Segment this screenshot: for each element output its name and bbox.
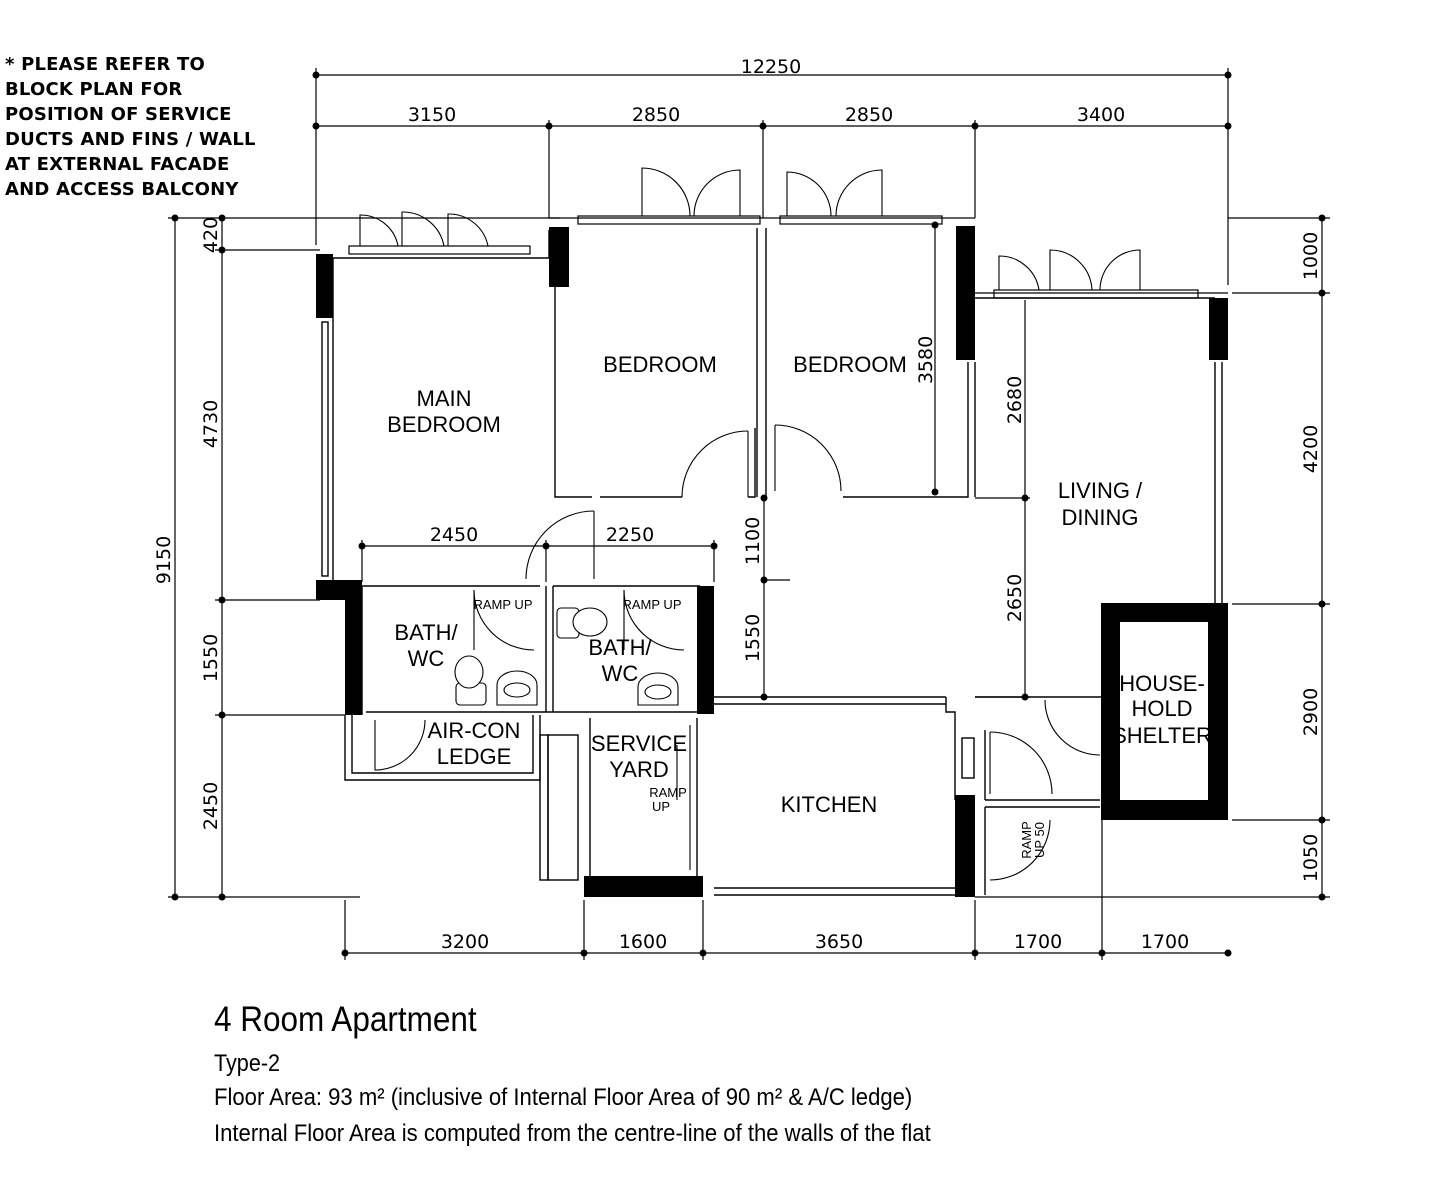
ramp-up-50-line1: RAMP — [1019, 821, 1034, 859]
room-household-shelter-line2: HOLD — [1131, 696, 1192, 721]
dim-right-4: 1050 — [1300, 834, 1322, 882]
dim-top-2: 2850 — [632, 104, 680, 126]
room-kitchen: KITCHEN — [781, 792, 878, 817]
dim-overall-width: 12250 — [741, 56, 801, 78]
dim-left-3: 1550 — [200, 634, 222, 682]
structural-walls — [316, 226, 1228, 897]
floor-area-text: Floor Area: 93 m² (inclusive of Internal… — [214, 1084, 913, 1111]
room-bath-1-line1: BATH/ — [394, 620, 458, 645]
dim-left-overall: 9150 — [153, 536, 175, 584]
room-bath-2-line1: BATH/ — [588, 635, 652, 660]
windows — [348, 215, 1228, 299]
toilet-icon — [556, 607, 608, 639]
basin-icon — [496, 670, 538, 706]
dim-right-3: 2900 — [1300, 688, 1322, 736]
dimension-lines — [168, 68, 1330, 960]
room-service-yard-line1: SERVICE — [591, 731, 687, 756]
room-bedroom-1: BEDROOM — [603, 352, 717, 377]
dim-bath-2-width: 2250 — [606, 524, 654, 546]
dim-bath-1-width: 2450 — [430, 524, 478, 546]
dim-bottom-1: 3200 — [441, 931, 489, 953]
room-bath-2-line2: WC — [602, 661, 639, 686]
dim-right-2: 4200 — [1300, 425, 1322, 473]
room-main-bedroom-line1: MAIN — [417, 386, 472, 411]
basin-icon — [637, 672, 679, 706]
ramp-up-yard-line2: UP — [652, 799, 670, 814]
dim-bottom-4: 1700 — [1014, 931, 1062, 953]
room-aircon-ledge-line2: LEDGE — [437, 744, 512, 769]
dim-right-1: 1000 — [1300, 232, 1322, 280]
dim-left-1: 420 — [200, 217, 222, 253]
dim-top-4: 3400 — [1077, 104, 1125, 126]
dim-top-1: 3150 — [408, 104, 456, 126]
dim-living-1: 2680 — [1004, 376, 1026, 424]
dimension-ticks — [171, 71, 1326, 957]
ramp-up-50-line2: UP 50 — [1032, 822, 1047, 858]
room-service-yard-line2: YARD — [609, 757, 669, 782]
plan-type: Type-2 — [214, 1050, 281, 1077]
plan-title: 4 Room Apartment — [214, 1000, 477, 1039]
dim-bottom-3: 3650 — [815, 931, 863, 953]
room-living-dining-line1: LIVING / — [1058, 478, 1143, 503]
internal-area-note: Internal Floor Area is computed from the… — [214, 1120, 931, 1147]
dim-bottom-2: 1600 — [619, 931, 667, 953]
toilet-icon — [454, 655, 487, 706]
dim-top-3: 2850 — [845, 104, 893, 126]
window-swings — [359, 167, 1141, 291]
block-plan-note: * PLEASE REFER TO BLOCK PLAN FOR POSITIO… — [5, 54, 256, 200]
ramp-up-label: RAMP UP — [474, 597, 533, 612]
plan-caption: 4 Room Apartment Type-2 Floor Area: 93 m… — [214, 998, 1214, 1152]
room-aircon-ledge-line1: AIR-CON — [428, 718, 521, 743]
room-household-shelter-line1: HOUSE- — [1119, 671, 1205, 696]
ramp-up-label: RAMP UP — [623, 597, 682, 612]
room-living-dining-line2: DINING — [1062, 505, 1139, 530]
room-household-shelter-line3: SHELTER — [1112, 723, 1212, 748]
dim-left-2: 4730 — [200, 400, 222, 448]
dim-corridor-2: 1550 — [742, 614, 764, 662]
dim-left-4: 2450 — [200, 782, 222, 830]
ramp-up-yard-line1: RAMP — [649, 785, 687, 800]
room-bath-1-line2: WC — [408, 646, 445, 671]
dim-corridor-1: 1100 — [742, 517, 764, 565]
dim-bedroom-depth: 3580 — [915, 336, 937, 384]
doors — [374, 424, 1101, 881]
walls — [321, 228, 1223, 896]
room-bedroom-2: BEDROOM — [793, 352, 907, 377]
room-main-bedroom-line2: BEDROOM — [387, 412, 501, 437]
dim-living-2: 2650 — [1004, 574, 1026, 622]
floor-plan-diagram: 12250 3150 2850 2850 3400 3200 1600 3650… — [153, 56, 1330, 960]
sanitary-fixtures — [454, 607, 679, 706]
dim-bottom-5: 1700 — [1141, 931, 1189, 953]
